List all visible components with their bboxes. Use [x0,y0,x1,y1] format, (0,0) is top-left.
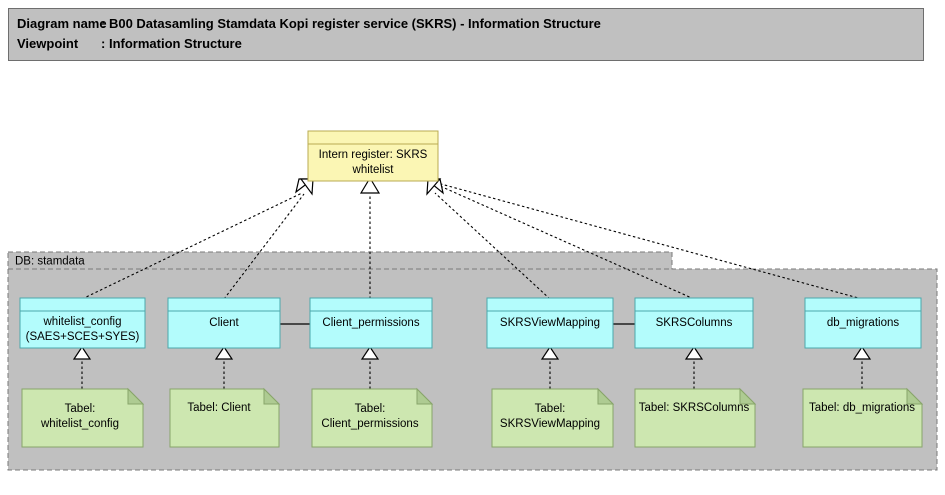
package-db-stamdata[interactable]: DB: stamdata [7,251,938,471]
note-fold-icon [739,387,757,405]
entity-name-line1: Client_permissions [322,317,419,329]
diagram-name-line: Diagram name: B00 Datasamling Stamdata K… [17,14,923,34]
note-line2: Client_permissions [321,418,418,430]
node-intern-register-skrs-whitelist[interactable]: Intern register: SKRS whitelist [307,130,439,182]
entity-name-line1: Client [209,317,239,329]
viewpoint-value: Information Structure [108,36,242,51]
note-link-db-migrations[interactable] [852,345,872,389]
realization-line [81,192,303,300]
realization-client[interactable] [223,193,305,300]
note-line2: whitelist_config [40,418,119,430]
entity-box [486,297,614,349]
note-tabel-client-permissions[interactable]: Tabel: Client_permissions [311,387,434,448]
realization-arrowheads [295,176,444,196]
entity-box [634,297,754,349]
realization-arrowhead-icon [852,345,872,360]
package-label: DB: stamdata [15,256,85,268]
note-tabel-whitelist-config[interactable]: Tabel: whitelist_config [21,387,145,448]
note-fold-icon [416,387,434,405]
note-shape [21,388,144,448]
realization-arrowhead-icon [684,345,704,360]
note-shape [169,388,280,448]
entity-box [19,297,146,349]
realization-line [223,193,305,300]
note-tabel-db-migrations[interactable]: Tabel: db_migrations [802,387,924,448]
note-tabel-skrscolumns[interactable]: Tabel: SKRSColumns [634,387,757,448]
interface-name-line2: whitelist [352,164,395,176]
entity-box [309,297,433,349]
realization-arrowhead-icon [72,345,92,360]
note-line1: Tabel: [355,403,386,415]
interface-box [307,130,439,182]
note-fold-icon [906,387,924,405]
viewpoint-label: Viewpoint [17,36,79,51]
note-line1: Tabel: SKRSColumns [639,402,750,414]
realization-line [439,185,695,300]
note-line1: Tabel: db_migrations [809,402,915,414]
entity-box [804,297,922,349]
node-skrscolumns[interactable]: SKRSColumns [634,297,754,349]
realization-arrowhead-icon [540,345,560,360]
note-shape [634,388,756,448]
node-whitelist-config[interactable]: whitelist_config (SAES+SCES+SYES) [19,297,146,349]
note-link-skrsviewmapping[interactable] [540,345,560,389]
diagram-name-separator: : [101,16,109,31]
note-line1: Tabel: Client [187,402,251,414]
note-link-client[interactable] [214,345,234,389]
realization-arrowhead-icon [359,176,381,194]
entity-name-line1: whitelist_config [43,316,122,328]
note-shape [491,388,614,448]
note-fold-icon [127,387,145,405]
entity-name-line1: SKRSViewMapping [500,317,600,329]
viewpoint-line: Viewpoint: Information Structure [17,34,923,54]
package-outline [7,251,938,471]
realization-arrowhead-icon [360,345,380,360]
note-line1: Tabel: [65,403,96,415]
realization-arrowhead-icon [214,345,234,360]
note-tabel-skrsviewmapping[interactable]: Tabel: SKRSViewMapping [491,387,615,448]
realization-skrsviewmapping[interactable] [434,192,551,300]
realization-skrscolumns[interactable] [439,185,695,300]
note-line1: Tabel: [535,403,566,415]
note-tabel-client[interactable]: Tabel: Client [169,387,281,448]
node-db-migrations[interactable]: db_migrations [804,297,922,349]
entity-name-line2: (SAES+SCES+SYES) [26,331,140,343]
realization-line [434,192,551,300]
node-client-permissions[interactable]: Client_permissions [309,297,433,349]
realization-arrowhead-icon [299,178,314,196]
note-fold-icon [597,387,615,405]
entity-name-line1: SKRSColumns [656,317,733,329]
diagram-name-value: B00 Datasamling Stamdata Kopi register s… [108,16,601,31]
note-shape [802,388,923,448]
interface-name-line1: Intern register: SKRS [319,149,428,161]
note-link-skrscolumns[interactable] [684,345,704,389]
viewpoint-separator: : [101,36,109,51]
note-shape [311,388,433,448]
note-line2: SKRSViewMapping [500,418,600,430]
note-link-client-permissions[interactable] [360,345,380,389]
node-skrsviewmapping[interactable]: SKRSViewMapping [486,297,614,349]
entity-name-line1: db_migrations [827,317,899,329]
diagram-name-label: Diagram name [17,16,107,31]
note-link-whitelist-config[interactable] [72,345,92,389]
diagram-header-banner: Diagram name: B00 Datasamling Stamdata K… [8,8,924,61]
note-fold-icon [263,387,281,405]
node-client[interactable]: Client [167,297,281,349]
entity-box [167,297,281,349]
realization-whitelist-config[interactable] [81,192,303,300]
